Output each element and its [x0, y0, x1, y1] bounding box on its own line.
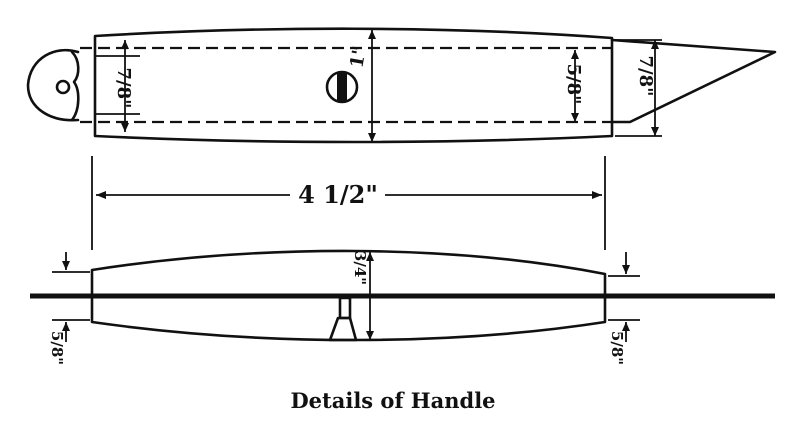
blade-tang — [610, 38, 777, 124]
top-view: 7/8" 1" 5/8" 7/8" — [26, 27, 777, 144]
dim-side-left: 5/8" — [48, 331, 66, 365]
dim-top-right-inner: 5/8" — [563, 63, 584, 104]
handle-body-top — [93, 27, 614, 144]
dim-side-center: 3/4" — [351, 251, 369, 285]
dim-top-right-outer: 7/8" — [635, 55, 656, 96]
dim-top-center: 1" — [346, 44, 370, 69]
dim-overall-length: 4 1/2" — [298, 180, 378, 209]
side-view: 5/8" 3/4" 5/8" — [30, 249, 775, 365]
dim-top-left-height: 7/8" — [113, 67, 134, 108]
handle-body-side — [90, 249, 607, 342]
nut — [328, 296, 358, 342]
end-cap — [26, 48, 80, 122]
overall-length-dimension: 4 1/2" — [91, 156, 606, 250]
dim-side-right: 5/8" — [608, 331, 626, 365]
screw-head — [325, 70, 359, 104]
figure-caption: Details of Handle — [290, 388, 496, 413]
